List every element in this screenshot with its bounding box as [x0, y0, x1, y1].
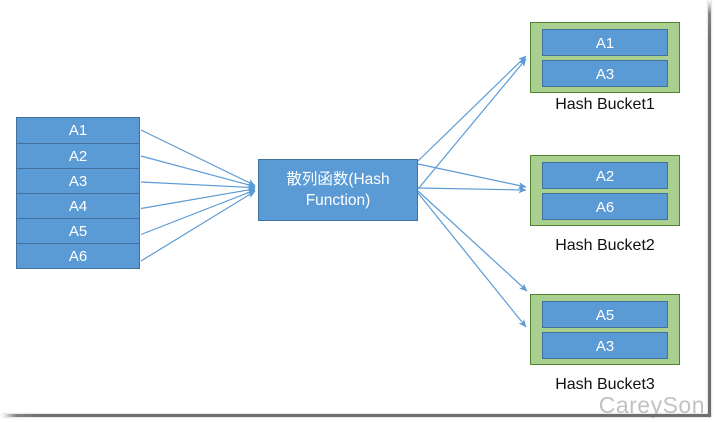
arrow-a5-to-hash	[140, 189, 256, 236]
bucket-item: A6	[542, 193, 668, 220]
bucket-item: A5	[542, 301, 668, 328]
arrow-a1-to-hash	[140, 129, 256, 187]
source-item: A1	[68, 122, 88, 139]
bucket-item: A1	[542, 29, 668, 56]
arrow-hash-to-bucket1-a	[417, 55, 527, 162]
bucket-1-label: Hash Bucket1	[555, 96, 655, 113]
hash-bucket-3: A5 A3	[530, 294, 680, 365]
watermark: CareySon	[598, 392, 705, 418]
arrow-hash-to-bucket1-b	[417, 58, 527, 190]
bucket-3-label: Hash Bucket3	[555, 376, 655, 393]
hash-bucket-1: A1 A3	[530, 22, 680, 93]
arrow-a4-to-hash	[140, 186, 256, 210]
source-item: A6	[17, 243, 139, 268]
arrow-hash-to-bucket2-b	[417, 186, 527, 194]
arrow-a3-to-hash	[140, 181, 256, 191]
hash-function-box: 散列函数(Hash Function)	[258, 159, 418, 221]
source-item: A4	[17, 193, 139, 218]
arrow-a6-to-hash	[140, 190, 256, 262]
bucket-2-label: Hash Bucket2	[555, 237, 655, 254]
arrow-hash-to-bucket2-a	[417, 163, 527, 189]
source-array: A1 A2 A3 A4 A5 A6	[16, 117, 140, 269]
arrow-a2-to-hash	[140, 155, 256, 189]
source-item: A2	[17, 143, 139, 168]
hash-function-label-line2: Function)	[305, 192, 371, 209]
frame-shadow-bottom	[2, 414, 711, 417]
source-item: A5	[17, 218, 139, 243]
hash-function-label-line1: 散列函数(Hash	[286, 171, 390, 188]
arrow-hash-to-bucket3-a	[417, 190, 528, 292]
arrow-hash-to-bucket3-b	[417, 192, 527, 328]
source-item: A3	[17, 168, 139, 193]
frame-shadow-right	[708, 0, 711, 417]
bucket-item: A3	[542, 332, 668, 359]
bucket-item: A3	[542, 60, 668, 87]
hash-bucket-2: A2 A6	[530, 155, 680, 226]
bucket-item: A2	[542, 162, 668, 189]
